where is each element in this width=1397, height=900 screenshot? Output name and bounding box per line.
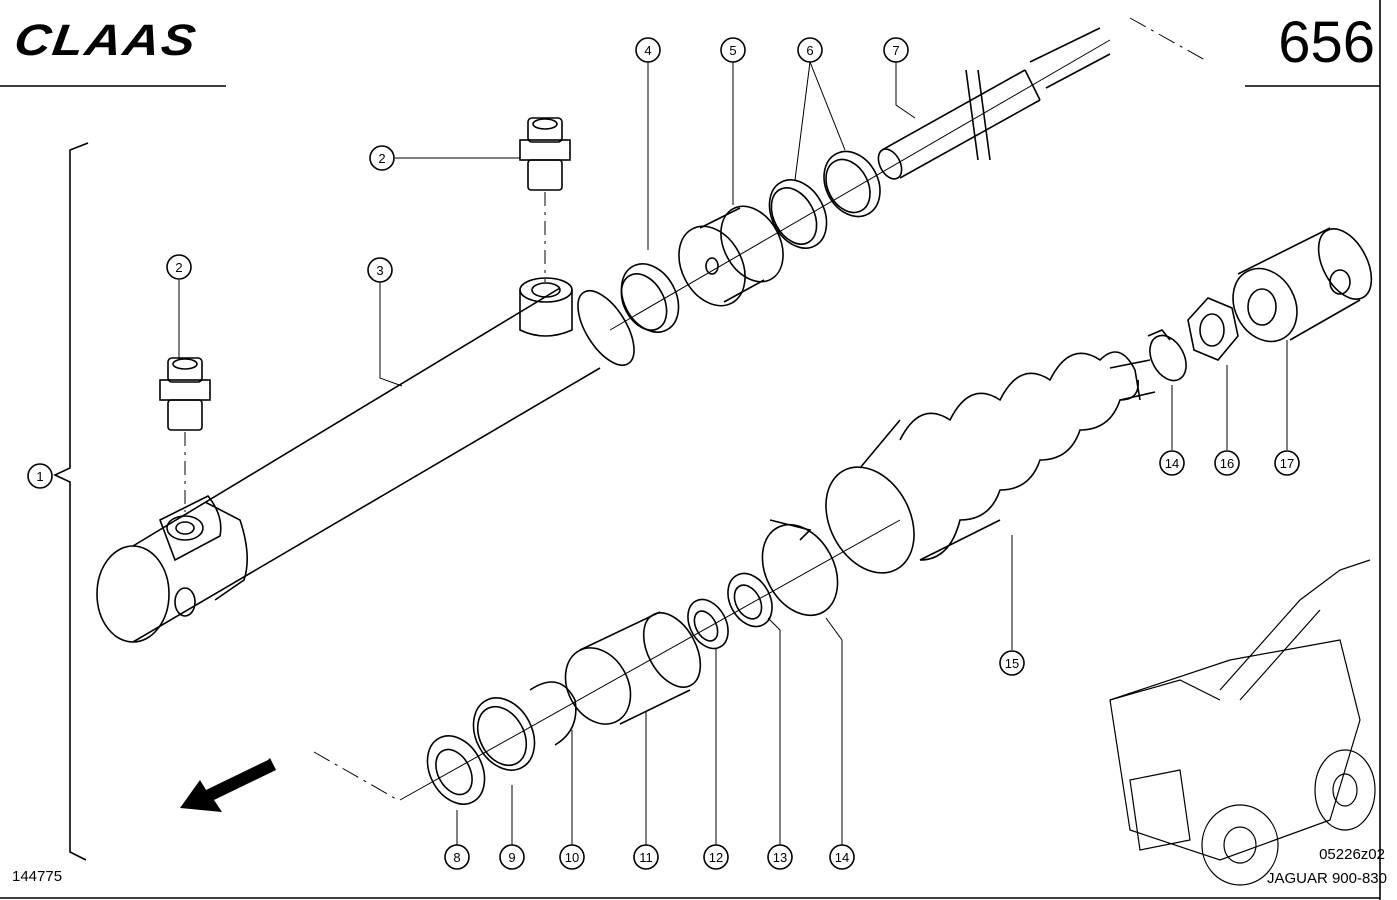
callout-circle-7	[883, 37, 909, 63]
image-code: 05226z02	[1319, 846, 1385, 863]
callout-circle-17	[1274, 450, 1300, 476]
callout-13: 13	[773, 850, 787, 865]
upper-axis-end	[1129, 17, 1206, 61]
drawing-number: 144775	[12, 868, 63, 885]
callout-10: 10	[565, 850, 579, 865]
callout-circle-9	[499, 844, 525, 870]
callout-2a: 2	[378, 151, 385, 166]
callout-circle-11	[633, 844, 659, 870]
fitting-lower	[159, 357, 211, 431]
snap-ring-10	[529, 681, 577, 746]
wiper-8	[426, 735, 486, 805]
callout-circle-2a	[369, 145, 395, 171]
cylinder-tube	[96, 287, 635, 643]
callout-circle-14b	[829, 844, 855, 870]
callout-7: 7	[892, 43, 899, 58]
page-number: 656	[1278, 10, 1375, 75]
bellows-15	[825, 351, 1156, 574]
callout-circle-1	[27, 463, 53, 489]
callout-circle-16	[1214, 450, 1240, 476]
ring-12	[687, 598, 729, 650]
callout-15: 15	[1005, 656, 1019, 671]
ring-13	[727, 572, 773, 628]
piston-5	[678, 205, 784, 307]
callout-circle-6	[797, 37, 823, 63]
callout-circle-5	[720, 37, 746, 63]
callout-circle-8	[444, 844, 470, 870]
forage-harvester-icon	[1109, 559, 1376, 886]
callout-16: 16	[1220, 456, 1234, 471]
callout-14a: 14	[1165, 456, 1179, 471]
lower-axis-lead	[313, 751, 399, 801]
callout-circle-13	[767, 844, 793, 870]
callout-circle-12	[703, 844, 729, 870]
direction-arrow-icon	[180, 758, 276, 812]
callout-circle-15	[999, 650, 1025, 676]
callout-4: 4	[644, 43, 651, 58]
ring-4	[620, 263, 680, 333]
upper-axis-line	[609, 39, 1111, 331]
callout-6: 6	[806, 43, 813, 58]
callout-2b: 2	[175, 260, 182, 275]
model-label: JAGUAR 900-830	[1266, 870, 1387, 887]
callout-9: 9	[508, 850, 515, 865]
callout-5: 5	[729, 43, 736, 58]
clamp-14-upper	[1147, 329, 1187, 382]
callout-circle-3	[367, 257, 393, 283]
callout-circle-14a	[1159, 450, 1185, 476]
fitting-upper	[519, 117, 571, 191]
guide-bushing-11	[564, 611, 702, 725]
clamp-14-lower	[761, 519, 839, 617]
callout-1: 1	[36, 469, 43, 484]
callout-3: 3	[376, 263, 383, 278]
lower-axis-line	[399, 519, 901, 801]
port-boss-top	[519, 277, 573, 337]
assembly-bracket	[53, 142, 89, 861]
callout-circle-10	[559, 844, 585, 870]
callout-circle-4	[635, 37, 661, 63]
callout-14b: 14	[835, 850, 849, 865]
nut-16	[1187, 297, 1239, 361]
rod-eye-17	[1232, 227, 1373, 343]
callout-8: 8	[453, 850, 460, 865]
callout-17: 17	[1280, 456, 1294, 471]
callout-11: 11	[639, 850, 653, 865]
callout-circle-2b	[166, 254, 192, 280]
seal-6a	[768, 179, 828, 249]
seal-6b	[823, 150, 881, 218]
seal-9	[472, 697, 536, 771]
piston-rod-7	[877, 27, 1111, 180]
callout-12: 12	[709, 850, 723, 865]
